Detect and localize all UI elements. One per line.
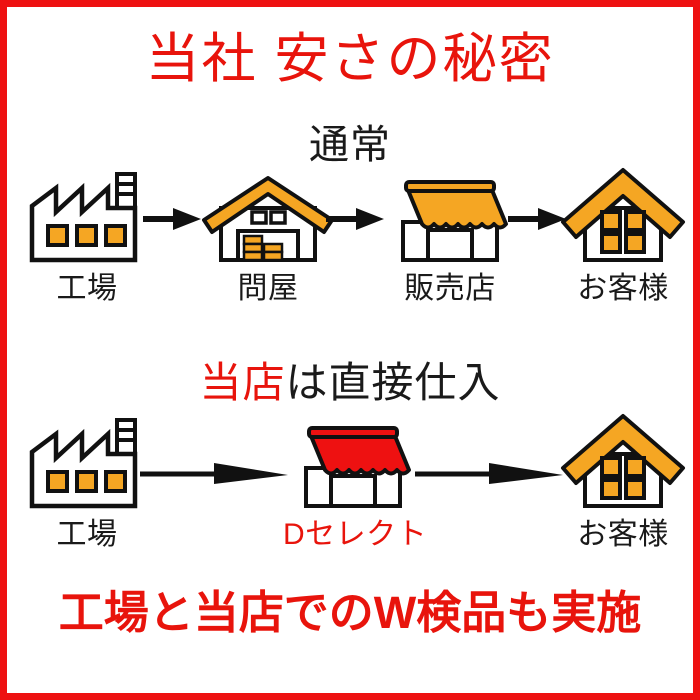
node-shop: 販売店 xyxy=(380,168,520,308)
node-factory-normal: 工場 xyxy=(22,168,152,308)
arrow-shop-to-customer xyxy=(508,206,568,232)
node-label-factory-direct: 工場 xyxy=(56,518,118,551)
node-label-dselect: Dセレクト xyxy=(283,518,428,551)
arrow-factory-to-wholesaler xyxy=(143,206,203,232)
arrow-dselect-to-customer xyxy=(415,458,565,484)
page-title: 当社 安さの秘密 xyxy=(145,29,555,89)
flow-direct: 工場 Dセレクト xyxy=(0,414,700,554)
node-customer-direct: お客様 xyxy=(558,410,688,554)
factory-icon xyxy=(22,414,152,514)
flow-caption-direct-rest: は直接仕入 xyxy=(285,359,501,406)
border-top xyxy=(0,0,700,7)
flow-normal: 工場 xyxy=(0,168,700,308)
border-bottom xyxy=(0,693,700,700)
flow-caption-direct-accent: 当店 xyxy=(199,359,286,406)
factory-icon xyxy=(22,168,152,268)
house-icon xyxy=(558,410,688,514)
node-label-customer: お客様 xyxy=(577,272,669,305)
node-label-customer-direct: お客様 xyxy=(577,518,669,551)
node-wholesaler: 問屋 xyxy=(198,168,338,308)
shop-red-icon xyxy=(283,414,423,514)
node-label-factory: 工場 xyxy=(56,272,118,305)
warehouse-icon xyxy=(198,168,338,268)
house-icon xyxy=(558,164,688,268)
flow-caption-normal: 通常 xyxy=(309,123,391,167)
arrow-wholesaler-to-shop xyxy=(326,206,386,232)
node-label-wholesaler: 問屋 xyxy=(237,272,299,305)
shop-icon xyxy=(380,168,520,268)
footer-note: 工場と当店でのW検品も実施 xyxy=(58,587,642,638)
node-dselect: Dセレクト xyxy=(283,414,428,554)
flow-caption-direct: 当店は直接仕入 xyxy=(0,358,700,408)
node-customer-normal: お客様 xyxy=(558,164,688,308)
node-label-shop: 販売店 xyxy=(404,272,496,305)
arrow-factory-to-dselect xyxy=(140,458,290,484)
node-factory-direct: 工場 xyxy=(22,414,152,554)
